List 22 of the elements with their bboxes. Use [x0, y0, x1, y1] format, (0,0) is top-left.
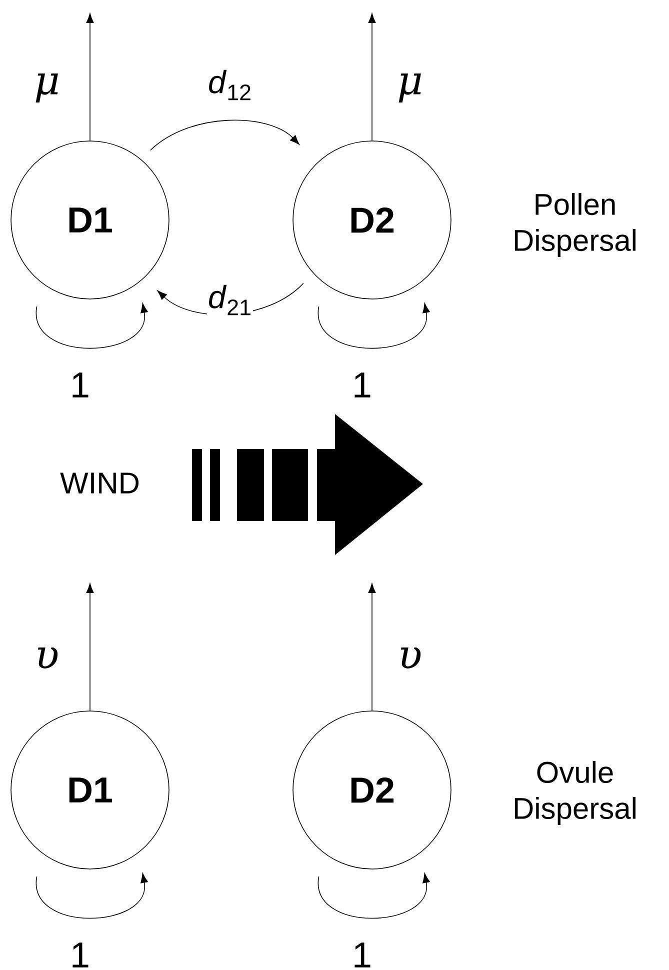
edge-label: μ: [33, 72, 61, 104]
arrow: [318, 873, 430, 919]
group-label: Ovule Dispersal: [514, 761, 636, 825]
arrow: [36, 873, 148, 919]
edge-label: d$_{12}$: [206, 68, 254, 102]
group-label: Pollen Dispersal: [514, 193, 636, 257]
edge-label: μ: [396, 72, 424, 104]
arrow: [150, 120, 300, 151]
wind-label: WIND: [60, 472, 139, 494]
edge-label: υ: [396, 646, 424, 670]
edge-label: 1: [68, 942, 91, 968]
arrow: [86, 583, 94, 711]
edge-label: 1: [350, 372, 373, 398]
arrow: [368, 583, 376, 711]
arrow: [36, 303, 148, 349]
arrow: [86, 13, 94, 142]
edge-label: d$_{21}$: [206, 284, 254, 316]
edge-label: 1: [68, 372, 91, 398]
edge-label: 1: [350, 942, 373, 968]
arrow: [318, 303, 430, 349]
arrow: [368, 13, 376, 142]
edge-label: υ: [34, 646, 60, 670]
